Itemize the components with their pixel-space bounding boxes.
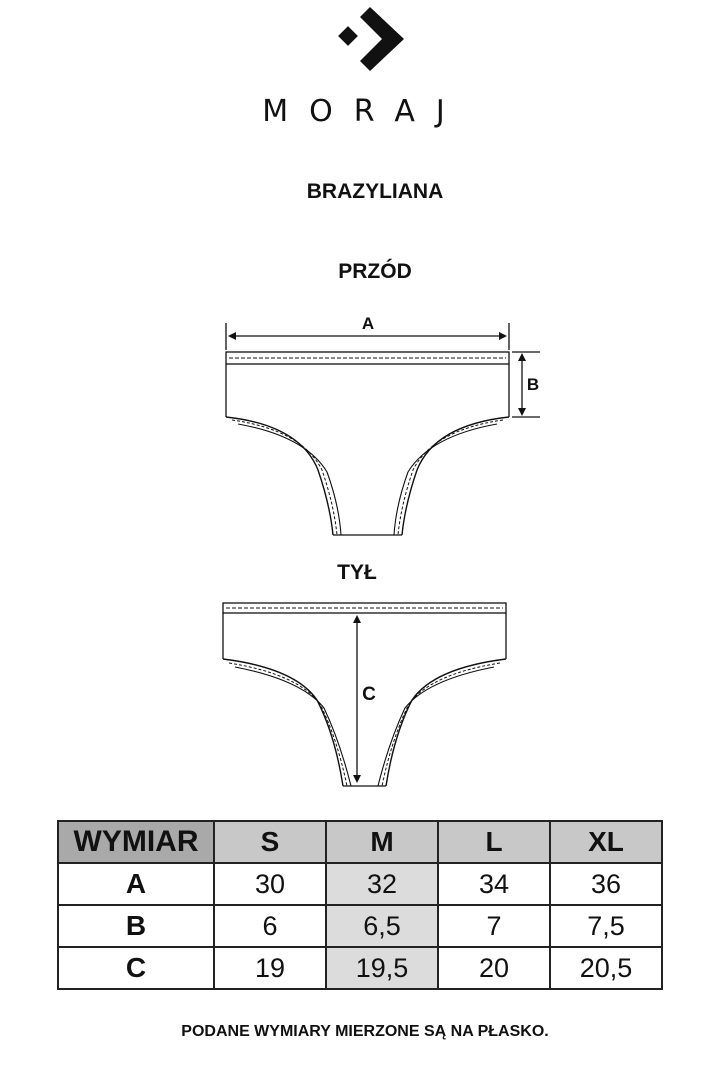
brand-name: MORAJ bbox=[262, 94, 466, 129]
cell-b-l: 7 bbox=[437, 904, 551, 948]
back-label-c: C bbox=[362, 684, 376, 705]
table-row: C 19 19,5 20 20,5 bbox=[57, 946, 663, 990]
cell-a-m: 32 bbox=[325, 862, 439, 906]
cell-a-xl: 36 bbox=[549, 862, 663, 906]
cell-a-l: 34 bbox=[437, 862, 551, 906]
cell-c-xl: 20,5 bbox=[549, 946, 663, 990]
dimension-b-arrow bbox=[512, 351, 540, 418]
back-view-diagram: C bbox=[222, 602, 507, 787]
header-size-s: S bbox=[213, 820, 327, 864]
table-row: B 6 6,5 7 7,5 bbox=[57, 904, 663, 948]
cell-a-s: 30 bbox=[213, 862, 327, 906]
header-size-m: M bbox=[325, 820, 439, 864]
front-view-title: PRZÓD bbox=[338, 260, 412, 283]
cell-c-l: 20 bbox=[437, 946, 551, 990]
size-table-header-row: WYMIAR S M L XL bbox=[57, 820, 663, 864]
header-wymiar: WYMIAR bbox=[57, 820, 215, 864]
table-row: A 30 32 34 36 bbox=[57, 862, 663, 906]
row-label-c: C bbox=[57, 946, 215, 990]
footer-note: PODANE WYMIARY MIERZONE SĄ NA PŁASKO. bbox=[181, 1023, 549, 1040]
dimension-a-arrow bbox=[225, 323, 510, 350]
front-label-b: B bbox=[527, 375, 539, 394]
cell-c-s: 19 bbox=[213, 946, 327, 990]
front-label-a: A bbox=[362, 314, 374, 333]
back-waistband bbox=[222, 602, 507, 614]
cell-b-m: 6,5 bbox=[325, 904, 439, 948]
size-table: WYMIAR S M L XL A 30 32 34 36 B 6 6,5 7 … bbox=[57, 820, 663, 990]
dimension-c-arrow bbox=[353, 615, 361, 783]
cell-b-xl: 7,5 bbox=[549, 904, 663, 948]
row-label-b: B bbox=[57, 904, 215, 948]
cell-b-s: 6 bbox=[213, 904, 327, 948]
moraj-logo-icon bbox=[338, 7, 404, 71]
cell-c-m: 19,5 bbox=[325, 946, 439, 990]
product-title: BRAZYLIANA bbox=[306, 180, 444, 203]
row-label-a: A bbox=[57, 862, 215, 906]
front-waistband bbox=[225, 351, 510, 365]
header-size-l: L bbox=[437, 820, 551, 864]
front-view-diagram: A B bbox=[225, 314, 540, 536]
header-size-xl: XL bbox=[549, 820, 663, 864]
back-view-title: TYŁ bbox=[337, 561, 377, 584]
